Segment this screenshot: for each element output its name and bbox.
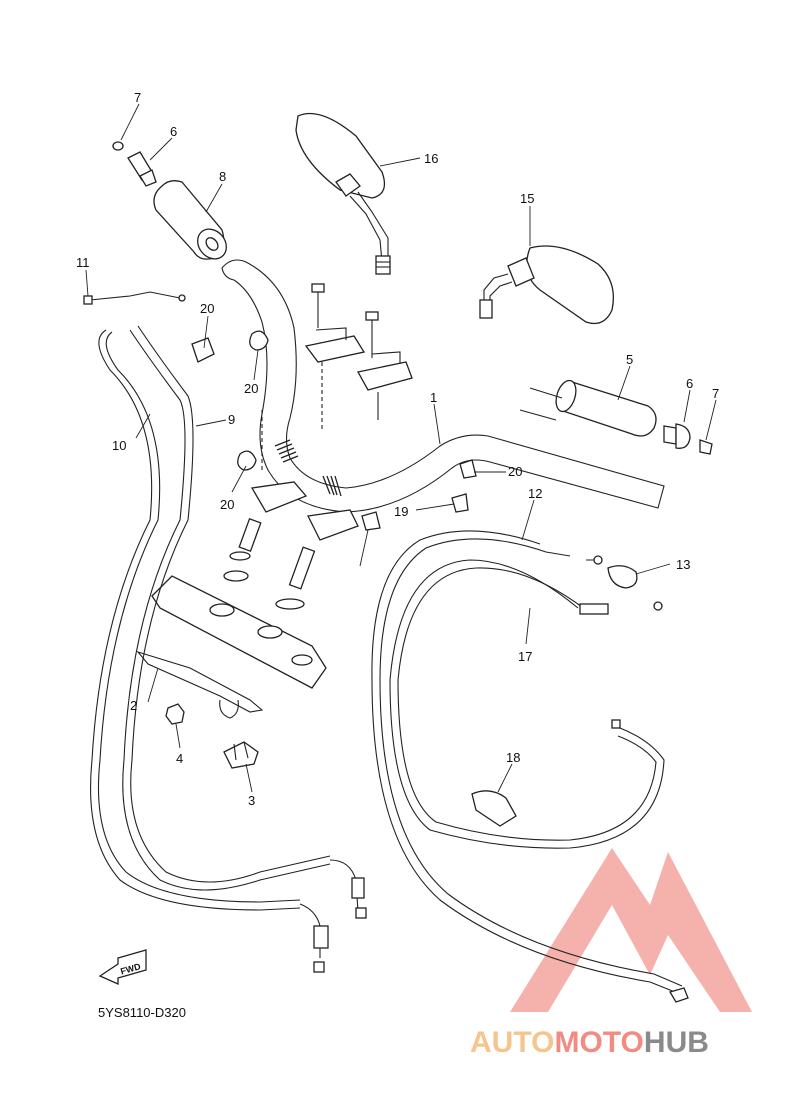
watermark-hub: HUB [644,1026,709,1059]
watermark-logo-mark [510,848,752,1012]
upper-holder [261,283,413,470]
throttle-cables [83,291,367,973]
callout-12: 12 [528,486,542,501]
callout-15: 16 [424,151,438,166]
upper-bracket [151,575,327,689]
callout-9: 9 [228,412,235,427]
watermark-auto: AUTO [470,1026,554,1059]
cable-guide [136,650,264,719]
callout-16: 17 [518,649,532,664]
watermark-text: AUTOMOTOHUB [470,1026,709,1059]
callout-17: 18 [506,750,520,765]
callout-18: 19 [394,504,408,519]
nut [165,703,185,725]
left-grip [153,180,227,260]
callout-1: 1 [430,390,437,405]
callout-20-b: 20 [508,464,522,479]
handlebar [221,259,665,513]
callout-8: 8 [219,169,226,184]
fwd-arrow [98,949,147,986]
callout-7-left: 7 [134,90,141,105]
callout-4: 4 [176,751,183,766]
callout-7-right: 7 [712,386,719,401]
callout-13: 13 [676,557,690,572]
callout-11: 11 [76,255,90,270]
right-mirror [479,245,615,325]
callout-5: 5 [626,352,633,367]
callout-14: 15 [520,191,534,206]
left-bar-end [112,141,157,187]
leader-lines [85,103,717,793]
watermark-logo [510,848,752,1012]
clutch-cables [371,530,689,1003]
lower-holder [223,481,359,610]
callout-10: 10 [112,438,126,453]
right-grip [519,379,713,455]
callout-20-a: 20 [244,381,258,396]
small-clamps [191,330,477,531]
callout-19: 20 [200,301,214,316]
watermark-moto: MOTO [554,1026,643,1059]
callouts: 7 6 8 16 15 11 20 20 5 6 7 1 9 10 20 20 … [76,90,719,808]
callout-2: 2 [130,698,137,713]
callout-20-c: 20 [220,497,234,512]
clamp-3 [223,741,259,769]
svg-text:AUTOMOTOHUB: AUTOMOTOHUB [470,1026,709,1059]
callout-3: 3 [248,793,255,808]
callout-6-right: 6 [686,376,693,391]
left-mirror [295,112,391,275]
diagram-code: 5YS8110-D320 [98,1005,186,1020]
callout-6-left: 6 [170,124,177,139]
